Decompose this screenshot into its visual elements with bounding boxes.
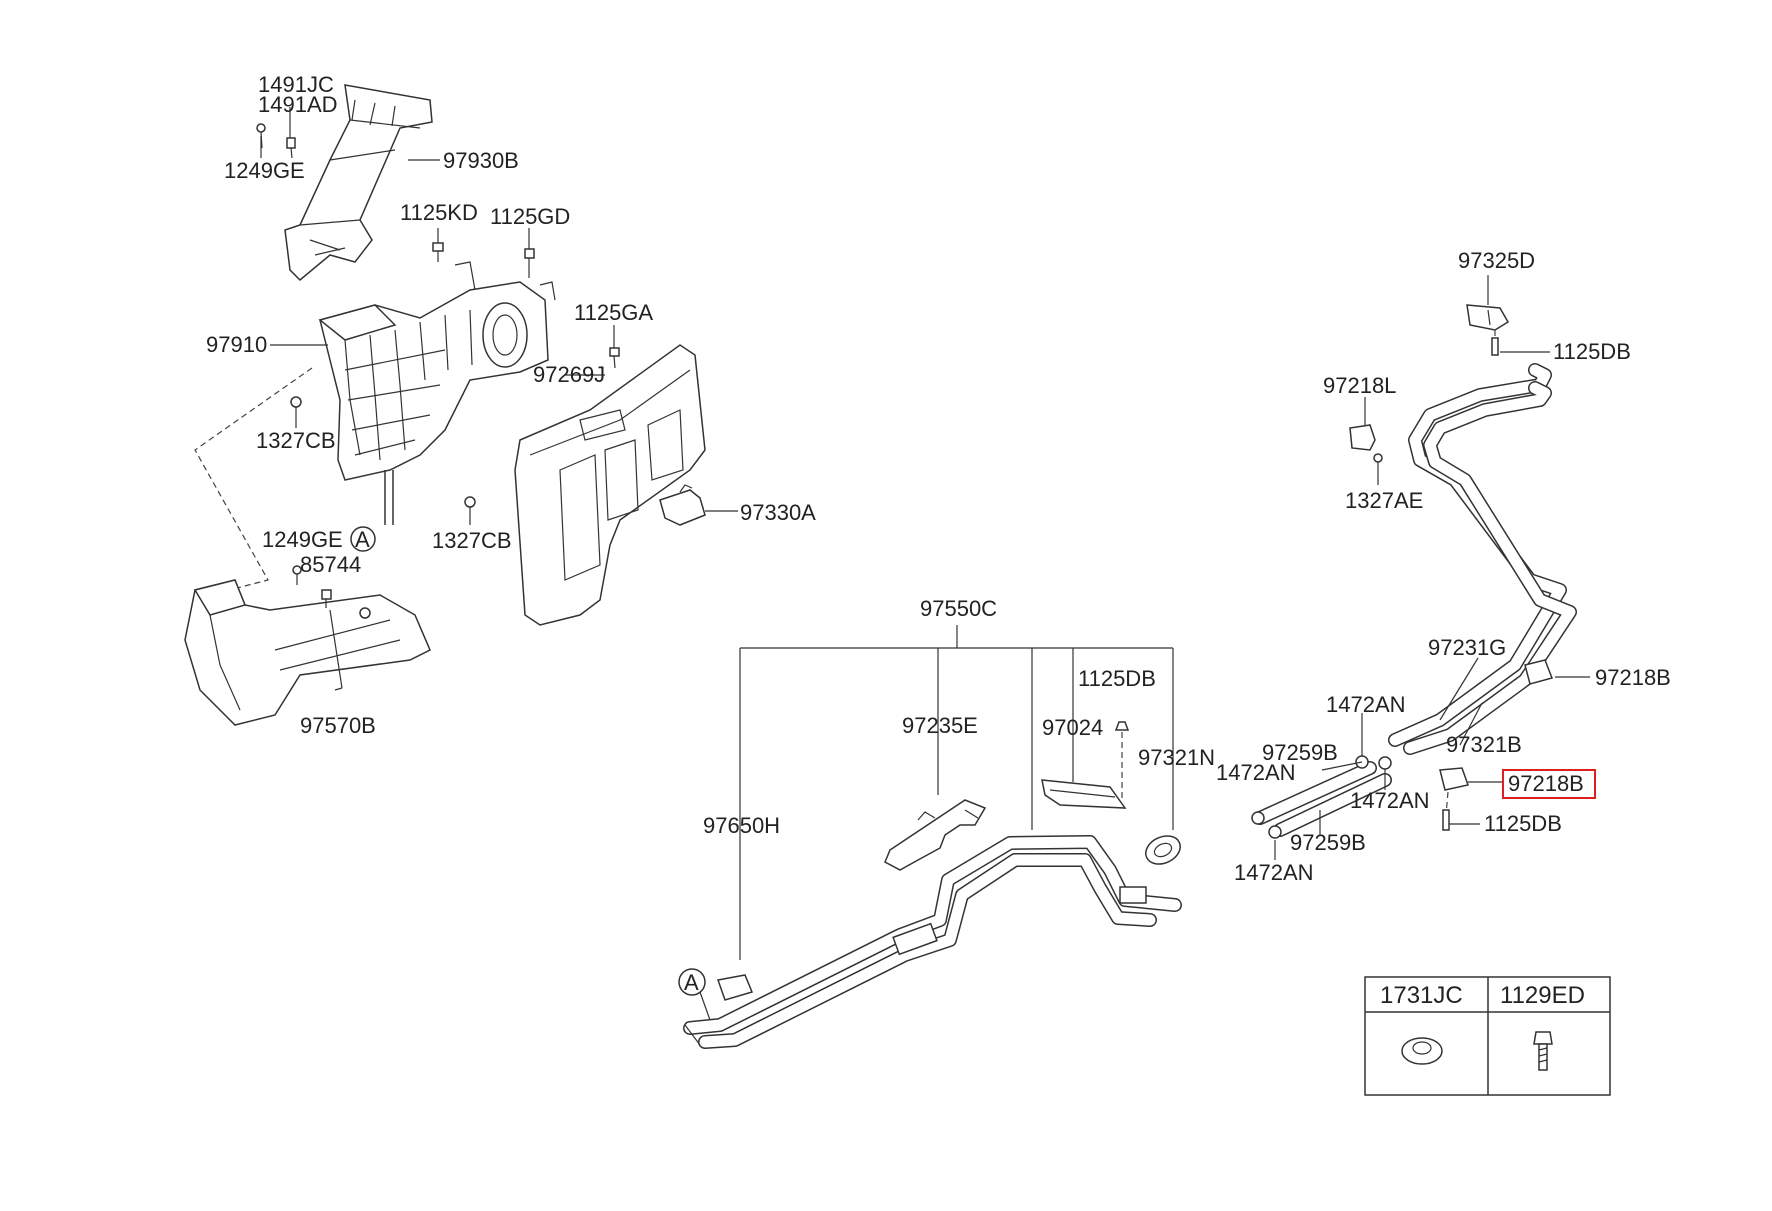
label-1327cb-a[interactable]: 1327CB xyxy=(256,428,336,453)
label-97259b-a[interactable]: 97259B xyxy=(1262,740,1338,765)
part-labels: 1491JC 1491AD 1249GE 97930B 1125KD 1125G… xyxy=(206,72,1671,885)
label-97321n[interactable]: 97321N xyxy=(1138,745,1215,770)
bolt-1125db-mid[interactable] xyxy=(1114,721,1130,800)
label-97231g[interactable]: 97231G xyxy=(1428,635,1506,660)
duct-97570b[interactable] xyxy=(184,579,431,726)
label-1491jc[interactable]: 1491JC xyxy=(258,72,334,97)
screw-85744[interactable] xyxy=(321,589,332,608)
bracket-97024[interactable] xyxy=(1041,779,1127,809)
leader-lines-right xyxy=(1274,275,1590,860)
bracket-97325d[interactable] xyxy=(1466,304,1510,331)
bracket-97235e[interactable] xyxy=(884,799,987,871)
label-97910[interactable]: 97910 xyxy=(206,332,267,357)
label-97218b-selected[interactable]: 97218B xyxy=(1508,771,1584,796)
table-header-1129ed[interactable]: 1129ED xyxy=(1500,982,1585,1009)
label-97930b[interactable]: 97930B xyxy=(443,148,519,173)
pipe-97650h[interactable] xyxy=(683,835,1182,1049)
label-97235e[interactable]: 97235E xyxy=(902,713,978,738)
clip-97218b-selected[interactable] xyxy=(1439,767,1469,791)
label-97330a[interactable]: 97330A xyxy=(740,500,816,525)
label-97259b-b[interactable]: 97259B xyxy=(1290,830,1366,855)
cover-97269j[interactable] xyxy=(514,344,706,626)
leader-lines-left xyxy=(260,107,738,691)
clamp-1472an-c[interactable] xyxy=(1378,756,1392,770)
table-header-1731jc[interactable]: 1731JC xyxy=(1380,982,1463,1009)
callout-a-upper: A xyxy=(350,526,376,552)
label-1125db-top[interactable]: 1125DB xyxy=(1553,339,1631,364)
hvac-unit-97910[interactable] xyxy=(318,261,556,525)
screw-1327cb-b[interactable] xyxy=(464,496,476,520)
bolt-1125db-top[interactable] xyxy=(1491,330,1499,356)
label-1125kd[interactable]: 1125KD xyxy=(400,200,478,225)
label-97218b-top[interactable]: 97218B xyxy=(1595,665,1671,690)
label-1472an-d[interactable]: 1472AN xyxy=(1234,860,1314,885)
bolt-1125gd[interactable] xyxy=(524,248,535,278)
clamp-lower[interactable] xyxy=(717,974,754,1001)
hose-97259b[interactable] xyxy=(1253,761,1392,837)
label-1327cb-b[interactable]: 1327CB xyxy=(432,528,512,553)
bolt-1129ed-icon xyxy=(1533,1031,1553,1071)
screw-1491ad[interactable] xyxy=(286,137,296,159)
clip-97218l[interactable] xyxy=(1349,424,1376,451)
label-97325d[interactable]: 97325D xyxy=(1458,248,1535,273)
label-1249ge-bot[interactable]: 1249GE xyxy=(262,527,343,552)
label-97218l[interactable]: 97218L xyxy=(1323,373,1396,398)
label-1472an-c[interactable]: 1472AN xyxy=(1350,788,1430,813)
label-1125db-mid[interactable]: 1125DB xyxy=(1078,666,1156,691)
label-97570b[interactable]: 97570B xyxy=(300,713,376,738)
duct-97930b[interactable] xyxy=(284,84,433,282)
label-97321b[interactable]: 97321B xyxy=(1446,732,1522,757)
label-1125gd[interactable]: 1125GD xyxy=(490,204,570,229)
label-1472an-a[interactable]: 1472AN xyxy=(1326,692,1406,717)
bracket-lines-97550c xyxy=(739,625,1174,960)
label-97550c[interactable]: 97550C xyxy=(920,596,997,621)
pipe-97231g[interactable] xyxy=(1388,363,1577,755)
grommet-97321n[interactable] xyxy=(1141,831,1185,870)
selected-part-highlight xyxy=(1502,769,1596,799)
label-1125db-bot[interactable]: 1125DB xyxy=(1484,811,1562,836)
screw-1125kd[interactable] xyxy=(432,242,444,262)
clip-97218b-top[interactable] xyxy=(1524,659,1554,685)
label-97269j[interactable]: 97269J xyxy=(533,362,605,387)
callout-a-upper-text: A xyxy=(355,527,370,552)
fastener-table: 1731JC 1129ED xyxy=(1364,976,1611,1096)
grommet-1731jc-icon xyxy=(1401,1037,1443,1065)
clamp-1472an-d[interactable] xyxy=(1268,825,1282,839)
bolt-1125db-bot[interactable] xyxy=(1442,791,1450,831)
screw-1327cb-a[interactable] xyxy=(290,396,302,420)
label-97024[interactable]: 97024 xyxy=(1042,715,1103,740)
clip-97330a[interactable] xyxy=(659,484,706,526)
label-1327ae[interactable]: 1327AE xyxy=(1345,488,1423,513)
label-1491ad[interactable]: 1491AD xyxy=(258,92,338,117)
callout-a-lower: A xyxy=(678,968,711,1021)
callout-a-lower-text: A xyxy=(684,970,699,995)
label-1472an-b[interactable]: 1472AN xyxy=(1216,760,1296,785)
nut-1327ae[interactable] xyxy=(1373,453,1383,463)
label-97650h[interactable]: 97650H xyxy=(703,813,780,838)
screw-1249ge-bot[interactable] xyxy=(292,565,302,585)
label-1249ge-top[interactable]: 1249GE xyxy=(224,158,305,183)
assembly-dashed-outline xyxy=(194,367,313,596)
label-1125ga[interactable]: 1125GA xyxy=(574,300,653,325)
label-85744[interactable]: 85744 xyxy=(300,552,361,577)
screw-1125ga[interactable] xyxy=(609,347,620,369)
clamp-1472an-b[interactable] xyxy=(1251,811,1265,825)
